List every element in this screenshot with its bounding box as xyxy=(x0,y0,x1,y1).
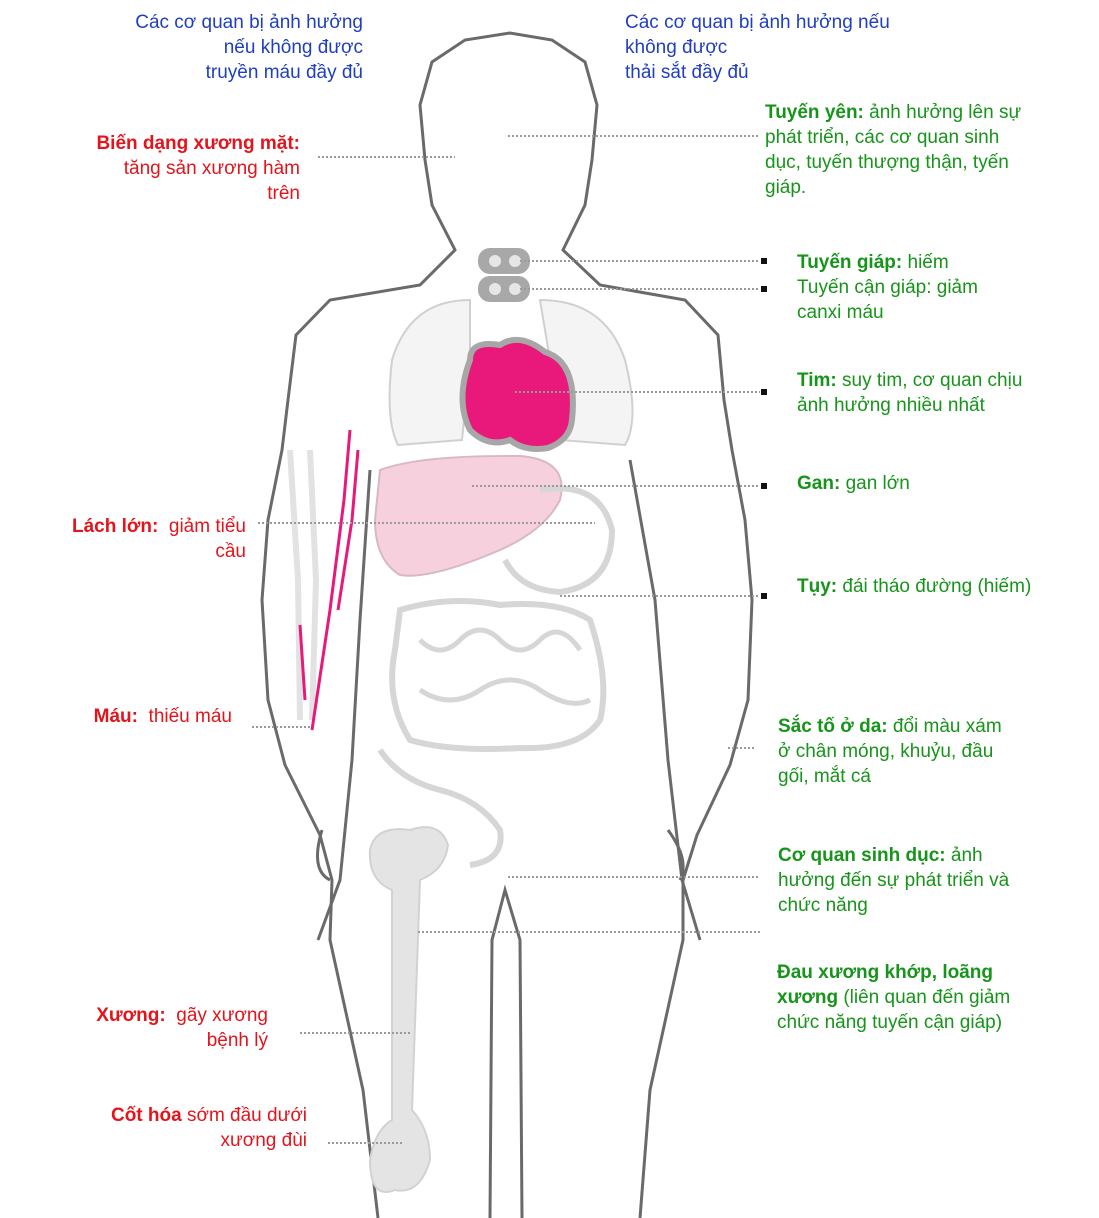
label-face-title: Biến dạng xương mặt: xyxy=(96,133,300,154)
label-bone-text-2: bệnh lý xyxy=(0,1028,268,1053)
label-thyroid: Tuyến giáp: hiếm Tuyến cận giáp: giảm ca… xyxy=(797,250,1097,325)
intestines-shape xyxy=(392,601,603,749)
left-hand xyxy=(318,830,331,880)
liver-shape xyxy=(375,456,562,576)
label-face-text-2: trên xyxy=(20,181,300,206)
label-liver: Gan: gan lớn xyxy=(797,471,1097,496)
label-thyroid-text-1: hiếm xyxy=(908,252,949,273)
label-pancreas: Tụy: đái tháo đường (hiếm) xyxy=(797,574,1097,599)
bullet-parathyroid xyxy=(761,286,767,292)
label-skin-text-2: ở chân móng, khuỷu, đầu xyxy=(778,739,1093,764)
label-genital-title: Cơ quan sinh dục: xyxy=(778,845,946,866)
label-spleen-title: Lách lớn: xyxy=(72,516,158,537)
label-pituitary-title: Tuyến yên: xyxy=(765,102,864,123)
label-skin-text-3: gối, mắt cá xyxy=(778,764,1093,789)
label-bone-title: Xương: xyxy=(96,1005,165,1026)
label-skin-text-1: đổi màu xám xyxy=(893,716,1002,737)
body-outline xyxy=(262,33,752,1218)
label-spleen-text-1: giảm tiểu xyxy=(169,516,246,537)
label-femur: Cốt hóa sớm đầu dưới xương đùi xyxy=(0,1103,307,1153)
label-heart: Tim: suy tim, cơ quan chịu ảnh hưởng nhi… xyxy=(797,368,1097,418)
femur-bone xyxy=(370,827,448,1192)
label-blood-title: Máu: xyxy=(94,706,138,727)
thyroid-shape xyxy=(478,248,530,302)
label-joint-title-2: xương xyxy=(777,987,838,1008)
label-femur-text-1: sớm đầu dưới xyxy=(187,1105,307,1126)
label-parathyroid-text-2: canxi máu xyxy=(797,300,1097,325)
torso-left-line xyxy=(318,470,370,940)
header-right: Các cơ quan bị ảnh hưởng nếu không được … xyxy=(625,10,985,85)
torso-right-line xyxy=(630,460,700,940)
label-pancreas-text-1: đái tháo đường (hiếm) xyxy=(842,576,1031,597)
header-left-line-2: nếu không được xyxy=(60,35,363,60)
bullet-thyroid xyxy=(761,258,767,264)
label-blood: Máu: thiếu máu xyxy=(0,704,232,729)
bullet-pancreas xyxy=(761,593,767,599)
label-bone-text-1: gãy xương xyxy=(176,1005,268,1026)
label-pituitary: Tuyến yên: ảnh hưởng lên sự phát triển, … xyxy=(765,100,1095,200)
label-femur-title: Cốt hóa xyxy=(111,1105,182,1126)
label-skin: Sắc tố ở da: đổi màu xám ở chân móng, kh… xyxy=(778,714,1093,789)
label-pituitary-text-4: giáp. xyxy=(765,175,1095,200)
label-pituitary-text-3: dục, tuyến thượng thận, tyến xyxy=(765,150,1095,175)
bullet-liver xyxy=(761,483,767,489)
header-left-line-1: Các cơ quan bị ảnh hưởng xyxy=(60,10,363,35)
header-left-line-3: truyền máu đầy đủ xyxy=(60,60,363,85)
label-liver-title: Gan: xyxy=(797,473,840,494)
label-genital: Cơ quan sinh dục: ảnh hưởng đến sự phát … xyxy=(778,843,1093,918)
label-thyroid-title: Tuyến giáp: xyxy=(797,252,902,273)
label-face: Biến dạng xương mặt: tăng sản xương hàm … xyxy=(20,131,300,206)
left-lung xyxy=(390,300,470,445)
label-spleen-text-2: cầu xyxy=(0,539,246,564)
label-genital-text-1: ảnh xyxy=(951,845,983,866)
label-joint-text-2: chức năng tuyến cận giáp) xyxy=(777,1010,1095,1035)
label-heart-text-2: ảnh hưởng nhiều nhất xyxy=(797,393,1097,418)
intestines-loops xyxy=(420,630,590,703)
label-parathyroid-text-1: Tuyến cận giáp: giảm xyxy=(797,275,1097,300)
bullet-heart xyxy=(761,389,767,395)
label-blood-text-1: thiếu máu xyxy=(149,706,232,727)
header-right-line-2: không được xyxy=(625,35,985,60)
label-bone: Xương: gãy xương bệnh lý xyxy=(0,1003,268,1053)
header-right-line-3: thải sắt đầy đủ xyxy=(625,60,985,85)
label-pancreas-title: Tụy: xyxy=(797,576,837,597)
heart-shape xyxy=(463,340,573,449)
label-joint: Đau xương khớp, loãng xương (liên quan đ… xyxy=(777,960,1095,1035)
leg-gap-line xyxy=(490,890,522,1218)
label-heart-text-1: suy tim, cơ quan chịu xyxy=(842,370,1022,391)
label-pituitary-text-2: phát triển, các cơ quan sinh xyxy=(765,125,1095,150)
label-joint-title-1: Đau xương khớp, loãng xyxy=(777,960,1095,985)
label-genital-text-3: chức năng xyxy=(778,893,1093,918)
label-skin-title: Sắc tố ở da: xyxy=(778,716,888,737)
header-right-line-1: Các cơ quan bị ảnh hưởng nếu xyxy=(625,10,985,35)
header-left: Các cơ quan bị ảnh hưởng nếu không được … xyxy=(60,10,363,85)
label-femur-text-2: xương đùi xyxy=(0,1128,307,1153)
label-pituitary-text-1: ảnh hưởng lên sự xyxy=(869,102,1021,123)
label-face-text-1: tăng sản xương hàm xyxy=(20,156,300,181)
label-heart-title: Tim: xyxy=(797,370,837,391)
label-genital-text-2: hưởng đến sự phát triển và xyxy=(778,868,1093,893)
label-liver-text-1: gan lớn xyxy=(846,473,910,494)
label-joint-text-1: (liên quan đến giảm xyxy=(843,987,1010,1008)
label-spleen: Lách lớn: giảm tiểu cầu xyxy=(0,514,246,564)
